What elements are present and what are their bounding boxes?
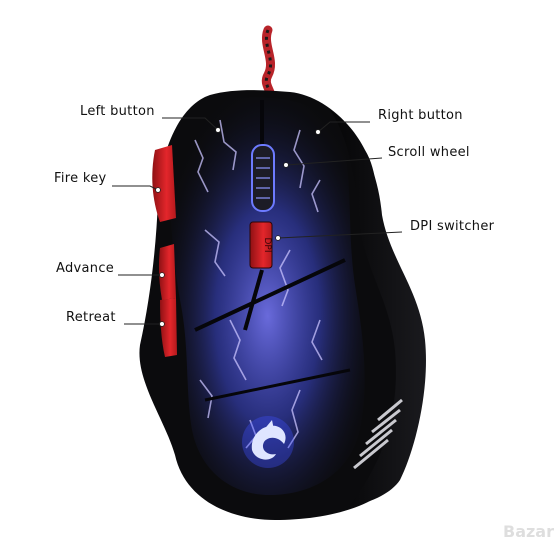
callout-retreat: Retreat: [66, 310, 116, 325]
mouse-right-shell: [330, 110, 426, 505]
fire-key-button: [152, 145, 176, 222]
callout-right-button: Right button: [378, 108, 463, 123]
retreat-key-button: [160, 298, 177, 357]
advance-key-button: [158, 244, 176, 300]
callout-advance: Advance: [56, 261, 115, 276]
callout-left-button: Left button: [80, 104, 155, 119]
mouse-logo-icon: [242, 416, 294, 468]
leader-dots: [155, 127, 321, 327]
dpi-button-text: DPI: [262, 237, 272, 252]
watermark-logo: Bazar: [503, 522, 554, 541]
callout-scroll-wheel: Scroll wheel: [388, 145, 470, 160]
side-grip-stripes: [353, 398, 403, 470]
callout-fire-key: Fire key: [54, 171, 107, 186]
leader-lines: [112, 117, 403, 325]
callout-dpi-switcher: DPI switcher: [410, 219, 495, 234]
crack-texture: [194, 119, 323, 449]
dpi-button: [249, 221, 273, 269]
